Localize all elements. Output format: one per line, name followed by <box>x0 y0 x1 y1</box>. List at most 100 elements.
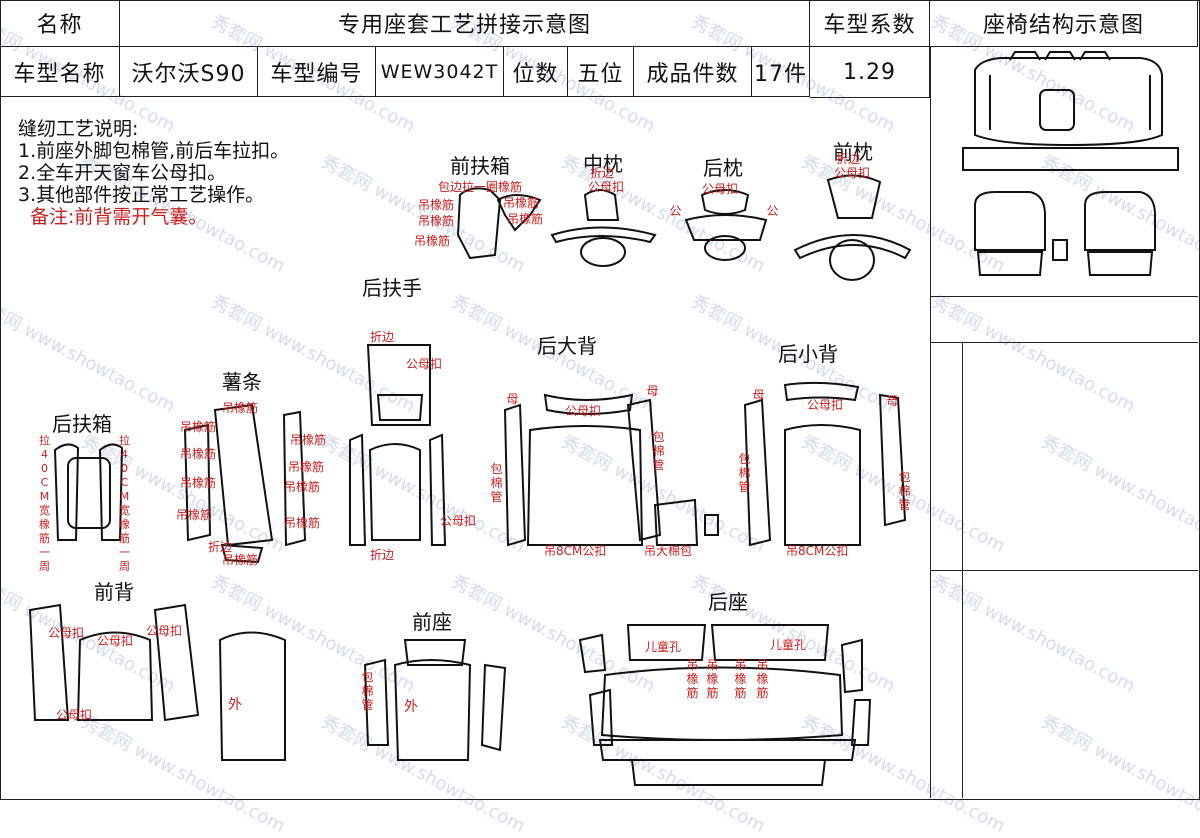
note-item-2: 2.全车开天窗车公母扣。 <box>18 162 227 184</box>
right-panel-divider-3 <box>930 570 1198 571</box>
note-hang-band: 吊橡筋 <box>756 658 769 700</box>
note-hang-cotton: 吊大棉包 <box>644 544 693 558</box>
rear-headrest-pieces <box>684 189 768 261</box>
note-hang-band: 吊橡筋 <box>180 447 217 461</box>
rear-big-back-pieces <box>503 393 719 547</box>
note-fold-edge: 折边 <box>370 330 395 344</box>
note-hang-band: 吊橡筋 <box>686 658 699 700</box>
note-snap: 公母扣 <box>48 626 85 640</box>
rear-seat-pieces <box>578 624 872 786</box>
right-panel-border <box>930 47 931 798</box>
right-panel-divider-2 <box>930 342 1198 343</box>
name-label: 名称 <box>36 13 83 38</box>
note-snap: 公母扣 <box>702 182 739 196</box>
note-hang-band: 吊橡筋 <box>418 198 455 212</box>
rear-armrest-box-pieces <box>53 443 124 541</box>
note-snap-8cm: 吊8CM公扣 <box>786 544 849 558</box>
note-snap: 公母扣 <box>406 357 443 371</box>
part-rear-small-back: 后小背 <box>778 342 838 366</box>
model-name-label-cell: 车型名称 <box>0 47 120 97</box>
pieces-label: 成品件数 <box>646 61 739 87</box>
part-rear-armrest: 后扶手 <box>362 276 422 300</box>
part-rear-big-back: 后大背 <box>537 334 597 358</box>
structure-label: 座椅结构示意图 <box>982 13 1144 38</box>
notes-heading: 缝纫工艺说明: <box>18 118 139 140</box>
note-female: 母 <box>886 394 899 408</box>
note-snap: 公母扣 <box>807 398 844 412</box>
seats-label: 位数 <box>512 61 559 87</box>
pieces-cell: 17件 <box>752 47 810 97</box>
note-edge-pull-band: 包边拉一圈橡筋 <box>438 180 523 194</box>
note-hang-band: 吊橡筋 <box>706 658 719 700</box>
note-pull-band-loop: 拉40CM宽橡筋一周 <box>119 434 130 573</box>
back-bar-pieces <box>183 403 307 564</box>
note-male: 公 <box>766 204 779 218</box>
note-hang-band: 吊橡筋 <box>222 553 259 567</box>
model-name-cell: 沃尔沃S90 <box>120 47 258 97</box>
part-back-bar: 薯条 <box>222 370 262 394</box>
note-hang-band: 吊橡筋 <box>290 433 327 447</box>
part-front-armrest-box: 前扶箱 <box>450 154 510 178</box>
note-cotton-tube: 包棉管 <box>738 452 751 494</box>
note-snap: 公母扣 <box>56 708 93 722</box>
part-front-back: 前背 <box>94 580 134 604</box>
model-name-label: 车型名称 <box>13 61 106 87</box>
title-cell: 专用座套工艺拼接示意图 <box>120 0 810 47</box>
note-hang-band: 吊橡筋 <box>180 420 217 434</box>
note-fold-edge: 折边 <box>370 548 395 562</box>
rear-armrest-pieces <box>349 344 447 546</box>
note-fold-edge: 折边 <box>590 166 615 180</box>
middle-pillow-pieces <box>550 189 657 267</box>
right-panel-divider-1 <box>930 296 1198 297</box>
note-cotton-tube: 包棉管 <box>361 670 374 712</box>
note-hang-band: 吊橡筋 <box>222 401 259 415</box>
note-snap: 公母扣 <box>97 634 134 648</box>
note-snap: 公母扣 <box>588 180 625 194</box>
note-snap-8cm: 吊8CM公扣 <box>544 544 607 558</box>
note-hang-band: 吊橡筋 <box>414 234 451 248</box>
pieces-value: 17件 <box>754 61 807 87</box>
front-headrest-pieces <box>793 174 912 281</box>
note-pull-band-loop: 拉40CM宽橡筋一周 <box>39 434 50 573</box>
note-hang-band: 吊橡筋 <box>288 460 325 474</box>
seats-label-cell: 位数 <box>504 47 568 97</box>
front-back-pieces <box>28 603 286 761</box>
note-outside: 外 <box>228 697 242 713</box>
note-snap: 公母扣 <box>146 624 183 638</box>
seats-value: 五位 <box>577 61 624 87</box>
note-fold-edge: 折边 <box>208 540 233 554</box>
coef-label: 车型系数 <box>823 13 916 38</box>
model-no-cell: WEW3042T <box>376 47 504 97</box>
model-name: 沃尔沃S90 <box>131 61 246 87</box>
coef-label-cell: 车型系数 <box>810 0 930 47</box>
coef-value: 1.29 <box>843 59 896 85</box>
pattern-diagram <box>28 51 1179 786</box>
structure-label-cell: 座椅结构示意图 <box>930 0 1198 47</box>
note-fold-edge: 折边 <box>836 152 861 166</box>
note-item-3: 3.其他部件按正常工艺操作。 <box>18 184 265 206</box>
note-cotton-tube: 包棉管 <box>490 462 503 504</box>
note-hang-band: 吊橡筋 <box>180 476 217 490</box>
seats-cell: 五位 <box>568 47 634 97</box>
notes-remark: 备注:前背需开气囊。 <box>30 206 208 228</box>
rear-small-back-pieces <box>743 381 907 547</box>
note-hang-band: 吊橡筋 <box>734 658 747 700</box>
note-cotton-tube: 包棉管 <box>898 470 911 512</box>
note-item-1: 1.前座外脚包棉管,前后车拉扣。 <box>18 140 290 162</box>
model-no-label: 车型编号 <box>270 61 363 87</box>
name-label-cell: 名称 <box>0 0 120 47</box>
sewing-notes: 缝纫工艺说明: 1.前座外脚包棉管,前后车拉扣。 2.全车开天窗车公母扣。 3.… <box>18 118 289 228</box>
coef-bottom-line <box>810 97 930 98</box>
coef-cell: 1.29 <box>810 47 930 97</box>
note-female: 母 <box>646 384 659 398</box>
note-female: 母 <box>506 392 519 406</box>
note-hang-band: 吊橡筋 <box>284 480 321 494</box>
note-child-hole: 儿童孔 <box>645 640 682 654</box>
part-rear-seat: 后座 <box>708 590 748 614</box>
front-armrest-box-pieces <box>456 187 542 260</box>
note-hang-band: 吊橡筋 <box>418 214 455 228</box>
part-rear-armrest-box: 后扶箱 <box>52 412 112 436</box>
note-outside: 外 <box>404 699 418 715</box>
front-seat-pieces <box>363 639 507 761</box>
note-snap: 公母扣 <box>440 514 477 528</box>
